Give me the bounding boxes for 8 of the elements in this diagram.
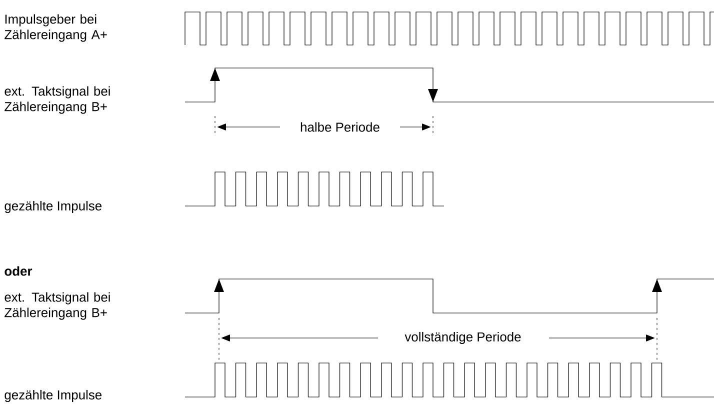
signal-label: ext. Taktsignal bei Zählereingang B+ — [4, 86, 110, 114]
signal-label: gezählte Impulse — [4, 200, 102, 214]
dimension-label: halbe Periode — [300, 122, 380, 132]
dimension-label: vollständige Periode — [404, 332, 521, 344]
signal-label: gezählte Impulse — [4, 390, 102, 402]
heading: oder — [4, 266, 32, 276]
signal-label: ext. Taktsignal bei Zählereingang B+ — [4, 292, 110, 320]
signal-label: Impulsgeber bei Zählereingang A+ — [4, 14, 107, 42]
